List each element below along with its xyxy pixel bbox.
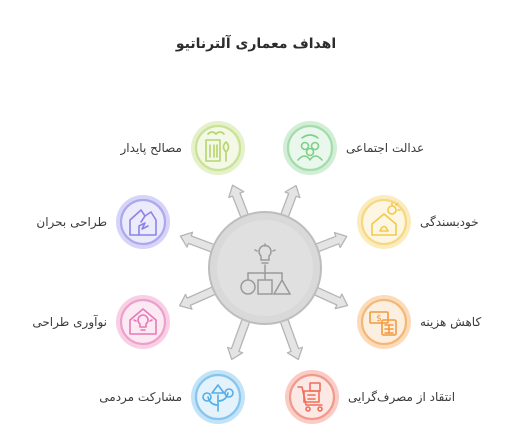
goal-label: نوآوری طراحی (32, 315, 107, 329)
hub-arrow (313, 231, 348, 253)
hub-arrow (279, 184, 301, 220)
hub-arrow (228, 184, 250, 220)
community-tree-icon (202, 384, 234, 412)
people-icon (297, 134, 323, 161)
hub-arrow (226, 316, 251, 361)
hub-arrow (178, 285, 218, 310)
hub-arrow (311, 286, 349, 310)
hub-arrows (178, 184, 349, 361)
eco-building-icon (205, 131, 230, 162)
solar-house-icon (371, 202, 401, 236)
goal-label: خودبسندگی (420, 215, 479, 229)
hub-arrow (279, 316, 304, 361)
goal-label: مشارکت مردمی (99, 390, 182, 404)
central-hub (208, 211, 322, 325)
goal-node (116, 195, 170, 249)
goal-label: عدالت اجتماعی (346, 141, 425, 155)
goal-node (285, 370, 339, 424)
goal-node (357, 195, 411, 249)
hub-arrow (179, 231, 217, 254)
goal-node (191, 370, 245, 424)
lightbulb-house-icon (129, 308, 157, 335)
goal-node (191, 121, 245, 175)
goal-node (283, 121, 337, 175)
goal-label: مصالح پایدار (120, 141, 182, 155)
broken-house-icon (129, 209, 157, 236)
money-calculator-icon: $ (369, 311, 397, 336)
goal-node (116, 295, 170, 349)
goal-node: $ (357, 295, 411, 349)
diagram-title: اهداف معماری آلترناتیو (175, 36, 337, 52)
goal-label: کاهش هزینه (420, 315, 482, 329)
goal-label: طراحی بحران (36, 215, 107, 229)
goal-label: انتقاد از مصرف‌گرایی (348, 390, 456, 404)
svg-text:$: $ (376, 314, 382, 324)
design-shapes-icon (240, 243, 292, 295)
goal-nodes: $ (116, 121, 411, 424)
shopping-cart-icon (297, 382, 323, 412)
